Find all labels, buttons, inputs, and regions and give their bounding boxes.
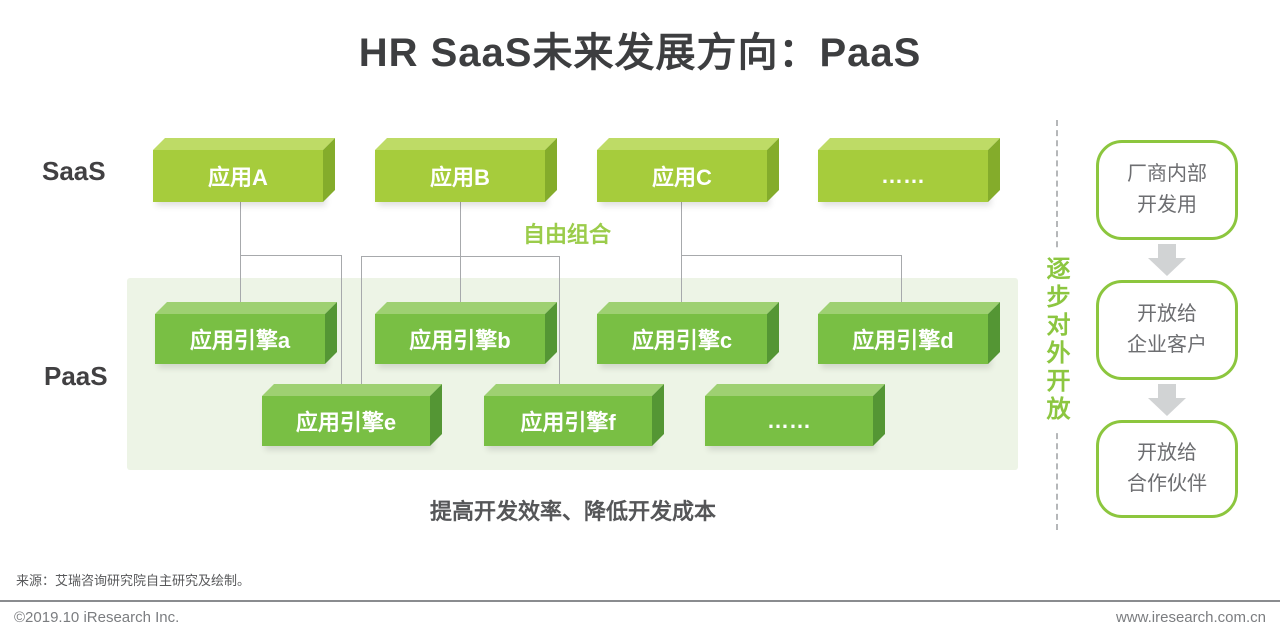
saas-app-label: 应用C — [652, 165, 712, 190]
connector-appB-horizontal — [361, 256, 560, 257]
arrow-head — [1148, 398, 1186, 416]
stage-text-line: 开发用 — [1137, 194, 1197, 216]
saas-app-box: 应用A — [153, 150, 323, 202]
stage-text-line: 合作伙伴 — [1127, 473, 1207, 495]
rollout-stage-box: 开放给 合作伙伴 — [1096, 420, 1238, 518]
saas-app-box: …… — [818, 150, 988, 202]
benefit-label: 提高开发效率、降低开发成本 — [429, 499, 717, 524]
engine-box: 应用引擎a — [155, 314, 325, 364]
engine-label: 应用引擎f — [520, 410, 616, 435]
rollout-stage-box: 开放给 企业客户 — [1096, 280, 1238, 380]
down-arrow-icon — [1148, 244, 1186, 276]
connector-appB-engineF — [559, 256, 560, 400]
source-note: 来源：艾瑞咨询研究院自主研究及绘制。 — [16, 573, 251, 588]
connector-appA-engineA — [240, 200, 241, 320]
engine-label: 应用引擎c — [631, 328, 733, 353]
rollout-stage-box: 厂商内部 开发用 — [1096, 140, 1238, 240]
saas-app-label: 应用B — [430, 165, 490, 190]
engine-label: 应用引擎b — [409, 328, 511, 353]
engine-label: 应用引擎d — [852, 328, 954, 353]
saas-layer-label: SaaS — [42, 156, 106, 186]
connector-appB-engineB — [460, 200, 461, 320]
arrow-stem — [1158, 384, 1176, 398]
connector-appA-horizontal — [240, 255, 342, 256]
arrow-head — [1148, 258, 1186, 276]
connector-appA-engineE — [341, 255, 342, 400]
free-combination-label: 自由组合 — [522, 222, 612, 247]
engine-box: 应用引擎c — [597, 314, 767, 364]
stage-text-line: 厂商内部 — [1127, 163, 1207, 185]
engine-box: 应用引擎d — [818, 314, 988, 364]
saas-app-label: 应用A — [208, 165, 268, 190]
saas-app-label: …… — [881, 163, 925, 188]
engine-box: 应用引擎b — [375, 314, 545, 364]
arrow-stem — [1158, 244, 1176, 258]
connector-appC-engineD — [901, 255, 902, 320]
engine-label: 应用引擎a — [189, 328, 291, 353]
website-text: www.iresearch.com.cn — [1115, 609, 1266, 626]
footer-divider — [0, 600, 1280, 602]
rollout-axis-label: 逐步对外开放 — [1041, 250, 1073, 430]
down-arrow-icon — [1148, 384, 1186, 416]
saas-app-box: 应用B — [375, 150, 545, 202]
stage-text-line: 开放给 — [1137, 442, 1197, 464]
copyright-text: ©2019.10 iResearch Inc. — [14, 609, 180, 626]
page-title: HR SaaS未来发展方向：PaaS — [358, 31, 922, 75]
stage-text-line: 开放给 — [1137, 303, 1197, 325]
engine-label: 应用引擎e — [295, 410, 397, 435]
stage-text-line: 企业客户 — [1127, 334, 1207, 356]
connector-appC-engineC — [681, 200, 682, 320]
connector-appC-horizontal — [681, 255, 902, 256]
paas-layer-label: PaaS — [44, 361, 108, 391]
engine-box: …… — [705, 396, 873, 446]
engine-label: …… — [767, 408, 811, 433]
engine-box: 应用引擎e — [262, 396, 430, 446]
engine-box: 应用引擎f — [484, 396, 652, 446]
connector-appB-engineE — [361, 256, 362, 400]
saas-app-box: 应用C — [597, 150, 767, 202]
